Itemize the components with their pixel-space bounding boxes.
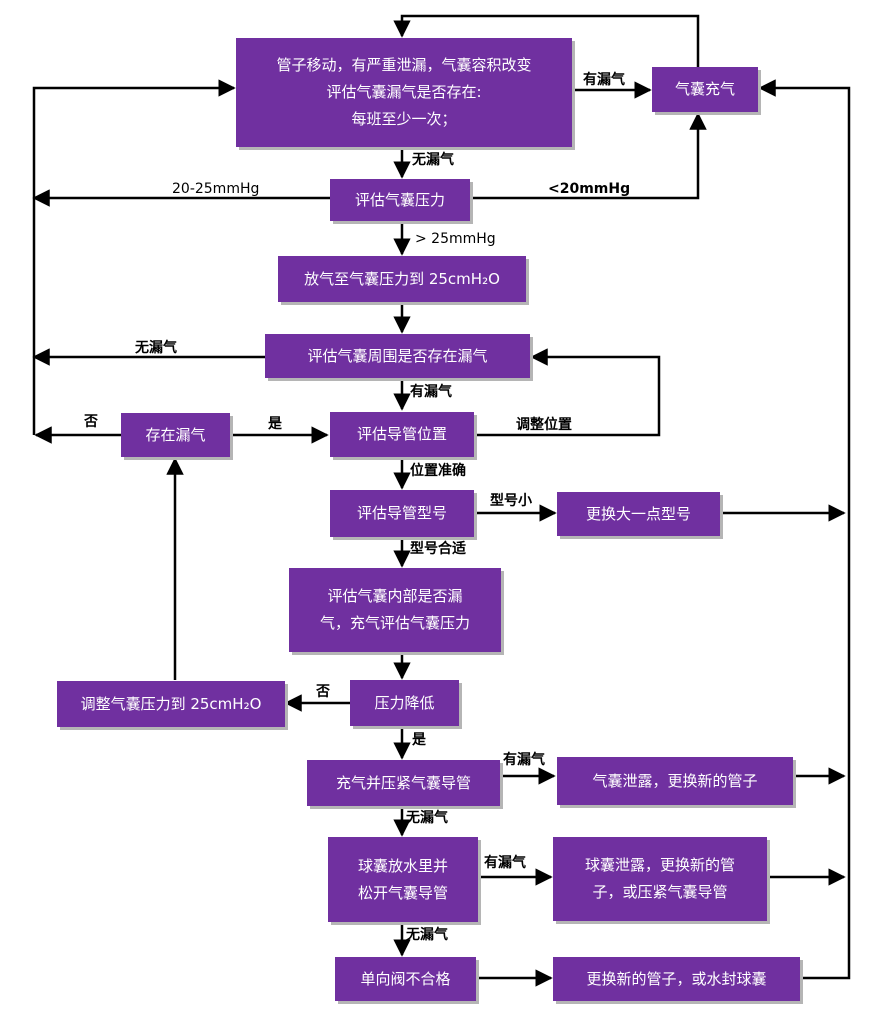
label-model-ok: 型号合适 <box>410 541 466 557</box>
node-clamp-text: 充气并压紧气囊导管 <box>335 773 471 792</box>
node-top-line-2: 评估气囊漏气是否存在: <box>326 83 482 101</box>
label-no-leak-4: 无漏气 <box>406 927 448 943</box>
label-has-leak-2: 有漏气 <box>410 384 452 400</box>
node-bigger-text: 更换大一点型号 <box>585 504 691 523</box>
label-no-leak-3: 无漏气 <box>406 810 448 826</box>
node-internal-line-2: 气，充气评估气囊压力 <box>319 614 470 632</box>
node-deflate: 放气至气囊压力到 25cmH₂O <box>278 256 526 302</box>
node-pressure-text: 评估气囊压力 <box>354 190 445 209</box>
node-replace-text: 更换新的管子，或水封球囊 <box>586 969 767 988</box>
edge-pressure-to-inflate <box>470 112 707 200</box>
node-leak2: 球囊泄露，更换新的管 子，或压紧气囊导管 <box>553 837 767 921</box>
label-has-leak-top: 有漏气 <box>583 72 625 88</box>
node-drop-text: 压力降低 <box>374 693 435 712</box>
node-inflate: 气囊充气 <box>652 67 758 112</box>
label-no-2: 否 <box>316 684 330 700</box>
node-ball-line-1: 球囊放水里并 <box>357 856 448 875</box>
node-valve: 单向阀不合格 <box>335 957 476 1001</box>
node-model-text: 评估导管型号 <box>356 504 447 522</box>
edge-right-rail <box>758 79 851 980</box>
label-no-leak-1: 无漏气 <box>412 152 454 168</box>
node-leak1: 气囊泄露，更换新的管子 <box>557 757 793 805</box>
node-exists: 存在漏气 <box>121 413 230 457</box>
edge-inflate-to-top <box>393 14 700 67</box>
node-adjust: 调整气囊压力到 25cmH₂O <box>57 681 285 727</box>
node-ball-line-2: 松开气囊导管 <box>357 883 448 902</box>
node-ball: 球囊放水里并 松开气囊导管 <box>328 837 478 922</box>
node-leak2-line-1: 球囊泄露，更换新的管 <box>584 856 735 874</box>
node-exists-text: 存在漏气 <box>145 425 206 444</box>
node-valve-text: 单向阀不合格 <box>360 969 451 988</box>
node-internal: 评估气囊内部是否漏 气，充气评估气囊压力 <box>289 568 501 652</box>
node-deflate-text: 放气至气囊压力到 25cmH₂O <box>304 269 500 288</box>
node-leak2-line-2: 子，或压紧气囊导管 <box>592 883 728 901</box>
label-position-ok: 位置准确 <box>410 463 466 479</box>
node-pressure: 评估气囊压力 <box>330 179 470 221</box>
label-yes-2: 是 <box>412 732 426 748</box>
label-gt25mmhg: > 25mmHg <box>415 231 496 247</box>
label-lt20mmhg: <20mmHg <box>548 181 631 197</box>
node-drop: 压力降低 <box>350 680 459 726</box>
label-adjust-position: 调整位置 <box>516 417 572 433</box>
node-around-text: 评估气囊周围是否存在漏气 <box>307 346 488 365</box>
node-bigger: 更换大一点型号 <box>557 492 720 536</box>
node-position-text: 评估导管位置 <box>356 425 447 443</box>
label-yes: 是 <box>268 416 282 432</box>
node-position: 评估导管位置 <box>330 412 474 457</box>
node-top-line-3: 每班至少一次； <box>351 110 457 128</box>
node-internal-line-1: 评估气囊内部是否漏 <box>327 587 463 605</box>
node-top-line-1: 管子移动，有严重泄漏，气囊容积改变 <box>276 56 532 74</box>
label-has-leak-4: 有漏气 <box>484 855 526 871</box>
node-around: 评估气囊周围是否存在漏气 <box>265 334 530 378</box>
node-adjust-text: 调整气囊压力到 25cmH₂O <box>80 694 262 713</box>
label-20-25mmhg: 20-25mmHg <box>172 181 260 197</box>
node-inflate-text: 气囊充气 <box>674 80 735 98</box>
node-clamp: 充气并压紧气囊导管 <box>307 760 500 806</box>
node-top-assessment: 管子移动，有严重泄漏，气囊容积改变 评估气囊漏气是否存在: 每班至少一次； <box>236 38 572 147</box>
edge-left-rail <box>32 79 236 435</box>
label-no: 否 <box>84 414 98 430</box>
edge-position-adjust-loop <box>474 348 661 437</box>
node-leak1-text: 气囊泄露，更换新的管子 <box>592 771 758 790</box>
label-no-leak-2: 无漏气 <box>135 340 177 356</box>
label-model-small: 型号小 <box>490 493 532 509</box>
node-model: 评估导管型号 <box>330 490 474 537</box>
label-has-leak-3: 有漏气 <box>503 752 545 768</box>
node-replace: 更换新的管子，或水封球囊 <box>553 957 800 1001</box>
